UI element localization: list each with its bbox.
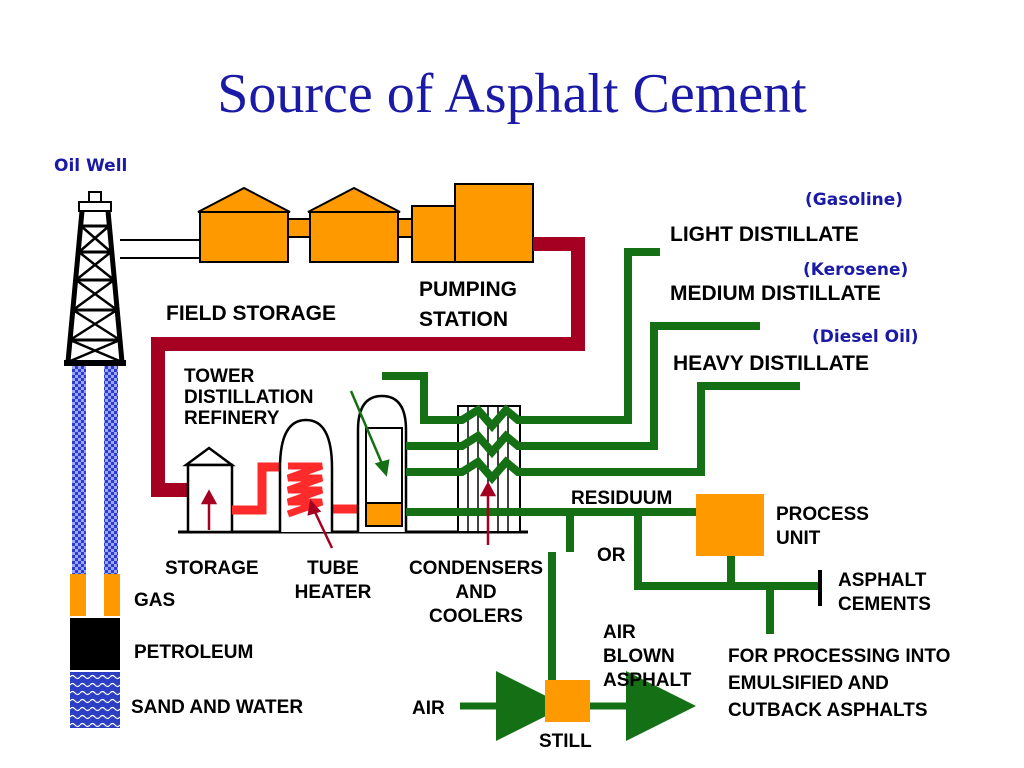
emulsified-label-2: EMULSIFIED AND	[728, 673, 889, 694]
gasoline-label: (Gasoline)	[805, 190, 903, 210]
air-blown-label-3: ASPHALT	[603, 670, 692, 691]
medium-distillate-label: MEDIUM DISTILLATE	[670, 282, 881, 305]
diesel-label: (Diesel Oil)	[812, 327, 919, 347]
asphalt-cements-label-1: ASPHALT	[838, 570, 927, 591]
gas-label: GAS	[134, 590, 175, 611]
condensers-label-2: AND	[455, 582, 496, 603]
product-lines	[382, 248, 818, 682]
petroleum-label: PETROLEUM	[134, 642, 253, 663]
pumping-station-label-1: PUMPING	[419, 278, 517, 301]
air-blown-label-1: AIR	[603, 622, 636, 643]
tube-heater-label-2: HEATER	[295, 582, 372, 603]
air-blown-label-2: BLOWN	[603, 646, 675, 667]
tower-label-3: REFINERY	[184, 408, 280, 429]
condensers-label-1: CONDENSERS	[409, 558, 543, 579]
light-distillate-label: LIGHT DISTILLATE	[670, 223, 859, 246]
page-title: Source of Asphalt Cement	[217, 63, 807, 125]
air-label: AIR	[412, 698, 445, 719]
asphalt-cements-label-2: CEMENTS	[838, 594, 931, 615]
crude-oil-pipe	[151, 237, 585, 497]
tower-label-1: TOWER	[184, 366, 255, 387]
sand-water-label: SAND AND WATER	[131, 697, 303, 718]
process-unit-label-1: PROCESS	[776, 504, 869, 525]
emulsified-label-1: FOR PROCESSING INTO	[728, 646, 950, 667]
heavy-distillate-label: HEAVY DISTILLATE	[673, 352, 869, 375]
field-storage	[120, 186, 413, 263]
oil-well-label: Oil Well	[54, 156, 127, 176]
tower-pointer-arrow	[349, 390, 390, 477]
storage-label: STORAGE	[165, 558, 259, 579]
tube-heater-label-1: TUBE	[307, 558, 359, 579]
process-unit-label-2: UNIT	[776, 528, 821, 549]
condensers-label-3: COOLERS	[429, 606, 523, 627]
pumping-station-label-2: STATION	[419, 308, 508, 331]
still-label: STILL	[539, 731, 592, 752]
tube-heater	[278, 418, 334, 532]
residuum-label: RESIDUUM	[571, 488, 672, 509]
emulsified-label-3: CUTBACK ASPHALTS	[728, 700, 928, 721]
or-label: OR	[597, 545, 626, 566]
oil-well: Oil Well	[54, 156, 127, 728]
tower-label-2: DISTILLATION	[184, 387, 313, 408]
pointer-arrows	[200, 481, 497, 549]
process-unit	[696, 494, 764, 556]
still	[545, 680, 590, 722]
field-storage-label: FIELD STORAGE	[166, 302, 336, 325]
pumping-station	[411, 183, 534, 263]
kerosene-label: (Kerosene)	[803, 260, 908, 280]
